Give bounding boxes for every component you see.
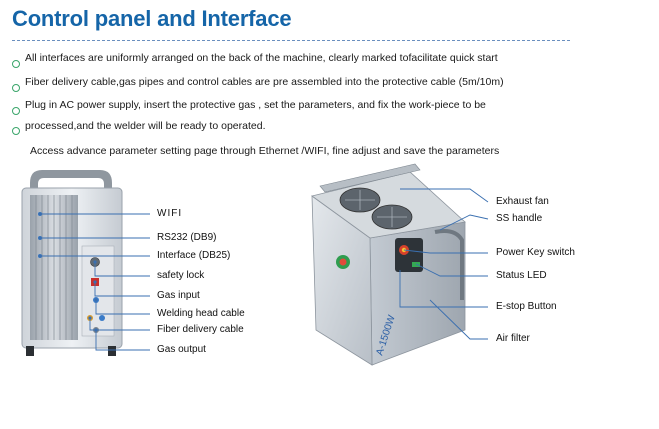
bullet-icon xyxy=(12,127,20,135)
front-machine-illustration xyxy=(311,163,466,366)
callout-welding-head-cable: Welding head cable xyxy=(157,308,245,319)
callout-interface-db25: Interface (DB25) xyxy=(157,250,231,261)
callout-gas-output: Gas output xyxy=(157,344,206,355)
callout-gas-input: Gas input xyxy=(157,290,200,301)
title-divider xyxy=(12,40,570,41)
bullet-text-1: All interfaces are uniformly arranged on… xyxy=(25,52,498,64)
bullet-icon xyxy=(12,60,20,68)
callout-e-stop-button: E-stop Button xyxy=(496,301,557,312)
callout-safety-lock: safety lock xyxy=(157,270,205,281)
callout-fiber-delivery-cable: Fiber delivery cable xyxy=(157,324,244,335)
callout-wifi: WIFI xyxy=(157,208,183,219)
bullet-text-4: processed,and the welder will be ready t… xyxy=(25,120,266,132)
feature-list: All interfaces are uniformly arranged on… xyxy=(0,0,659,140)
page-title: Control panel and Interface xyxy=(12,6,292,31)
bullet-text-2: Fiber delivery cable,gas pipes and contr… xyxy=(25,76,504,88)
callout-status-led: Status LED xyxy=(496,270,547,281)
access-note: Access advance parameter setting page th… xyxy=(30,145,500,157)
right-callout-lines xyxy=(399,188,489,340)
rear-machine-illustration xyxy=(21,170,123,356)
callout-power-key-switch: Power Key switch xyxy=(496,247,575,258)
callout-exhaust-fan: Exhaust fan xyxy=(496,196,549,207)
callout-rs232: RS232 (DB9) xyxy=(157,232,217,243)
callout-ss-handle: SS handle xyxy=(496,213,543,224)
bullet-icon xyxy=(12,84,20,92)
bullet-text-3: Plug in AC power supply, insert the prot… xyxy=(25,99,486,111)
left-callout-lines xyxy=(40,213,150,351)
callout-air-filter: Air filter xyxy=(496,333,530,344)
bullet-icon xyxy=(12,107,20,115)
